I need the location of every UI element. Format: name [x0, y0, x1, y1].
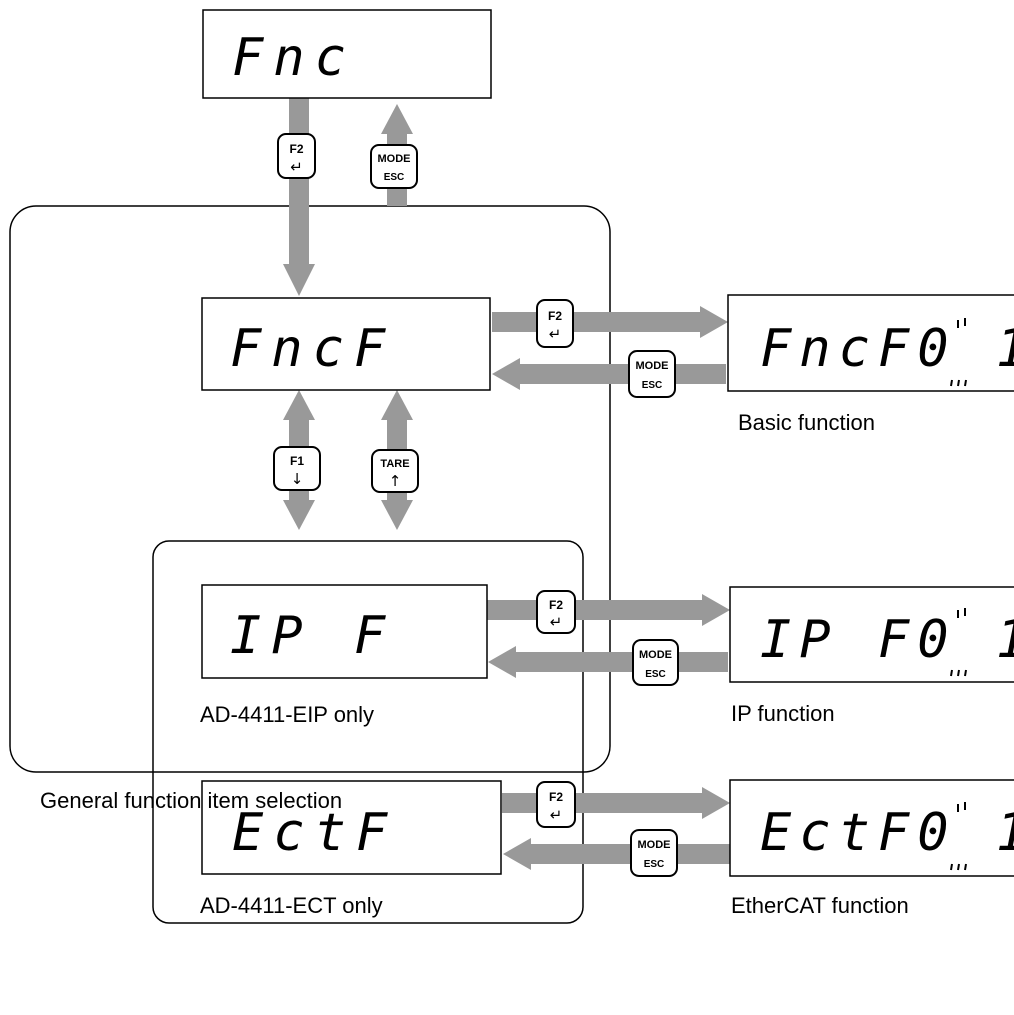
svg-text:↑: ↑ [389, 472, 402, 490]
display-fncf01-text: FncF0 1 [760, 319, 1014, 379]
display-ectf: EctF [201, 780, 502, 875]
f2-key-icon: F2 ↵ [536, 299, 574, 348]
display-ectf-text: EctF [232, 803, 397, 863]
display-fncf: FncF [201, 297, 491, 391]
display-fncf-text: FncF [230, 319, 395, 379]
arrow-fnc-to-fncf [283, 98, 315, 296]
svg-text:↵: ↵ [290, 158, 303, 176]
caption-eip-only: AD-4411-EIP only [200, 702, 374, 727]
svg-text:↓: ↓ [291, 470, 304, 488]
caption-ip-function: IP function [731, 701, 835, 726]
svg-text:F2: F2 [548, 309, 562, 323]
blink-marks-icon [950, 802, 967, 871]
model-specific-frame [152, 540, 584, 924]
display-ipf01-text: IP F0 1 [760, 610, 1014, 670]
svg-text:ESC: ESC [642, 380, 663, 391]
blink-marks-icon [950, 318, 967, 387]
f2-key-icon: F2 ↵ [536, 781, 576, 828]
f2-key-icon: F2 ↵ [536, 590, 576, 634]
display-fncf01: FncF0 1 [727, 294, 1014, 392]
arrow-ethercat-to-ectf [503, 838, 730, 870]
mode-esc-key-icon: MODE ESC [628, 350, 676, 398]
mode-esc-key-icon: MODE ESC [370, 144, 418, 189]
svg-text:F1: F1 [290, 454, 304, 468]
svg-text:MODE: MODE [636, 360, 669, 372]
arrow-basic-to-fncf [492, 358, 726, 390]
display-ipf01: IP F0 1 [729, 586, 1014, 683]
svg-text:↵: ↵ [550, 806, 563, 824]
display-ectf01-text: EctF0 1 [760, 803, 1014, 863]
svg-text:F2: F2 [549, 790, 563, 804]
blink-marks-icon [950, 608, 967, 677]
caption-ect-only: AD-4411-ECT only [200, 893, 383, 918]
caption-basic-function: Basic function [738, 410, 875, 435]
svg-text:↵: ↵ [550, 613, 563, 631]
display-fnc: Fnc [202, 9, 492, 99]
svg-text:ESC: ESC [645, 669, 666, 680]
display-fnc-text: Fnc [232, 28, 356, 88]
mode-esc-key-icon: MODE ESC [630, 829, 678, 877]
svg-text:↵: ↵ [549, 325, 562, 343]
svg-text:ESC: ESC [644, 859, 665, 870]
f2-key-icon: F2 ↵ [277, 133, 316, 179]
caption-ethercat-function: EtherCAT function [731, 893, 909, 918]
svg-text:MODE: MODE [378, 153, 411, 165]
f1-key-icon: F1 ↓ [273, 446, 321, 491]
arrow-ipf-to-ip [487, 594, 730, 626]
caption-general-selection: General function item selection [40, 788, 342, 813]
svg-text:TARE: TARE [380, 458, 409, 470]
mode-esc-key-icon: MODE ESC [632, 639, 679, 686]
general-function-frame [9, 205, 611, 773]
svg-text:MODE: MODE [638, 839, 671, 851]
display-ipf-text: IP F [230, 606, 395, 666]
svg-text:F2: F2 [289, 142, 303, 156]
svg-text:F2: F2 [549, 598, 563, 612]
display-ectf01: EctF0 1 [729, 779, 1014, 877]
tare-key-icon: TARE ↑ [371, 449, 419, 493]
arrow-ip-to-ipf [488, 646, 728, 678]
display-ipf: IP F [201, 584, 488, 679]
svg-text:ESC: ESC [384, 172, 405, 183]
svg-text:MODE: MODE [639, 649, 672, 661]
